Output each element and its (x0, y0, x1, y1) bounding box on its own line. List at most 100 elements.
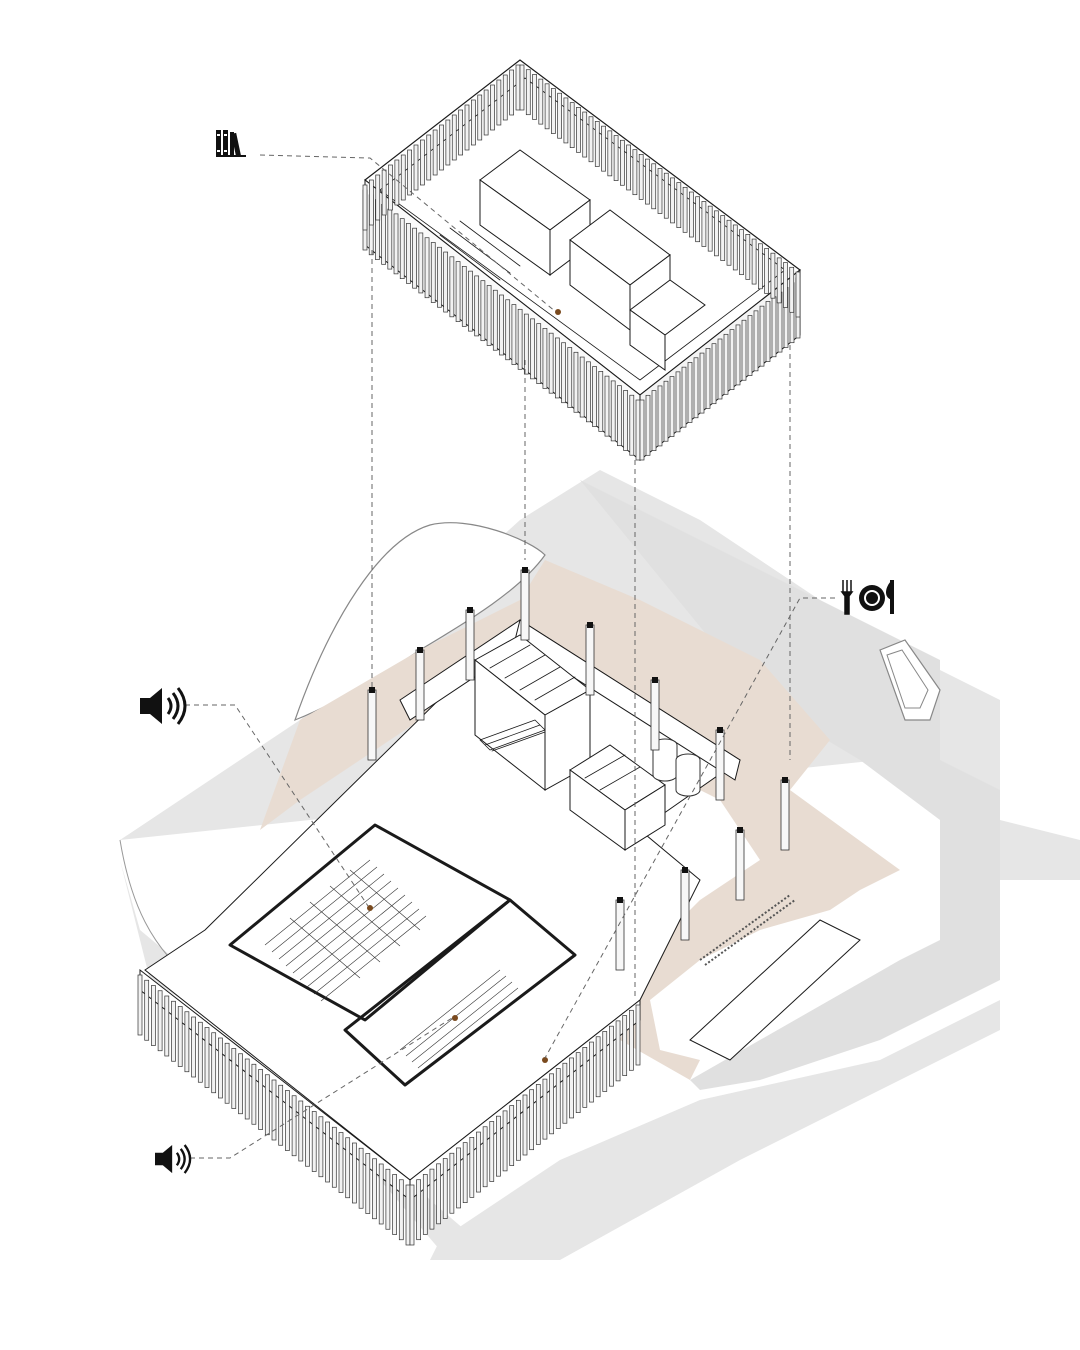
facade-fin (714, 210, 719, 257)
facade-fin (663, 172, 669, 219)
facade-fin (687, 362, 693, 423)
restaurant-marker (542, 1057, 548, 1063)
facade-fin (765, 301, 771, 362)
facade-fin (745, 234, 751, 280)
facade-fin (496, 79, 502, 126)
facade-fin (707, 205, 713, 252)
facade-fin (437, 246, 442, 308)
facade-fin (699, 352, 705, 414)
facade-fin (645, 394, 651, 456)
facade-fin (632, 149, 638, 196)
facade-fin (184, 1011, 190, 1073)
facade-fin (542, 1078, 548, 1140)
facade-fin (171, 1000, 176, 1062)
auditorium-small (343, 898, 577, 1087)
column (780, 779, 790, 851)
facade-fin (663, 380, 669, 442)
facade-fin (375, 174, 381, 221)
facade-fin (345, 1137, 351, 1199)
facade-fin (394, 159, 400, 206)
facade-fin (439, 124, 444, 171)
facade-fin (499, 294, 504, 356)
fin-row-right (409, 1004, 641, 1246)
facade-fin (588, 116, 594, 163)
facade-fin (705, 348, 711, 409)
facade-fin (573, 351, 579, 413)
facade-fin (582, 111, 588, 158)
annotation-leaders (185, 154, 835, 1159)
facade-fin (726, 219, 732, 266)
facade-fin (392, 1174, 397, 1235)
facade-fin (471, 99, 476, 146)
facade-fin (305, 1105, 310, 1167)
facade-fin (741, 319, 747, 381)
facade-fin (609, 1025, 614, 1087)
facade-fin (420, 139, 425, 186)
facade-fin (264, 1074, 270, 1136)
facade-fin (164, 995, 170, 1057)
facade-fin (413, 144, 419, 191)
facade-fin (532, 74, 537, 120)
facade-fin (770, 252, 776, 299)
facade-fin (529, 1089, 534, 1151)
facade-fin (430, 242, 436, 303)
column-cap (369, 687, 375, 693)
facade-fin (582, 1047, 588, 1108)
facade-fin (278, 1084, 284, 1146)
facade-fin (575, 1052, 581, 1113)
facade-fin (509, 69, 514, 116)
facade-fin (197, 1021, 203, 1083)
facade-fin (442, 1158, 448, 1219)
facade-fin (477, 94, 483, 141)
facade-fin (651, 163, 657, 210)
facade-fin (489, 1121, 495, 1182)
facade-fin (271, 1079, 277, 1141)
upper-floor-building (362, 59, 801, 462)
facade-fin (586, 361, 591, 423)
facade-fin (657, 168, 663, 214)
column-cap (417, 647, 423, 653)
facade-fin (412, 227, 417, 289)
facade-fin (464, 104, 470, 151)
column (680, 869, 690, 941)
facade-fin (144, 979, 150, 1041)
facade-fin (758, 243, 763, 290)
facade-fin (405, 1184, 411, 1246)
facade-fin (449, 256, 455, 318)
facade-fin (651, 390, 657, 451)
columns (367, 567, 790, 971)
facade-fin (645, 158, 650, 205)
facade-fin (783, 262, 788, 308)
facade-fin (622, 1015, 628, 1076)
facade-fin (325, 1121, 330, 1183)
facade-fin (511, 304, 517, 365)
facade-fin (542, 328, 548, 389)
facade-fin (569, 1057, 574, 1119)
facade-fin (476, 1131, 481, 1193)
facade-fin (422, 1174, 428, 1235)
facade-fin (729, 329, 735, 390)
facade-fin (480, 280, 486, 342)
facade-fin (449, 1152, 455, 1214)
column-cap (682, 867, 688, 873)
facade-fin (369, 179, 374, 226)
facade-fin (771, 296, 777, 358)
facade-fin (458, 109, 463, 156)
facade-fin (522, 1094, 528, 1156)
facade-fin (525, 69, 531, 116)
facade-fin (468, 270, 473, 332)
column (735, 829, 745, 901)
facade-fin (576, 106, 581, 153)
column (367, 689, 377, 761)
facade-fin (372, 1158, 377, 1220)
facade-fin (701, 201, 707, 247)
facade-fin (352, 1142, 357, 1204)
facade-fin (244, 1058, 250, 1120)
facade-fin (416, 1179, 421, 1241)
facade-fin (238, 1053, 243, 1115)
facade-fin (776, 257, 782, 304)
facade-fin (418, 232, 424, 294)
column (465, 609, 475, 681)
facade-fin (517, 308, 523, 370)
